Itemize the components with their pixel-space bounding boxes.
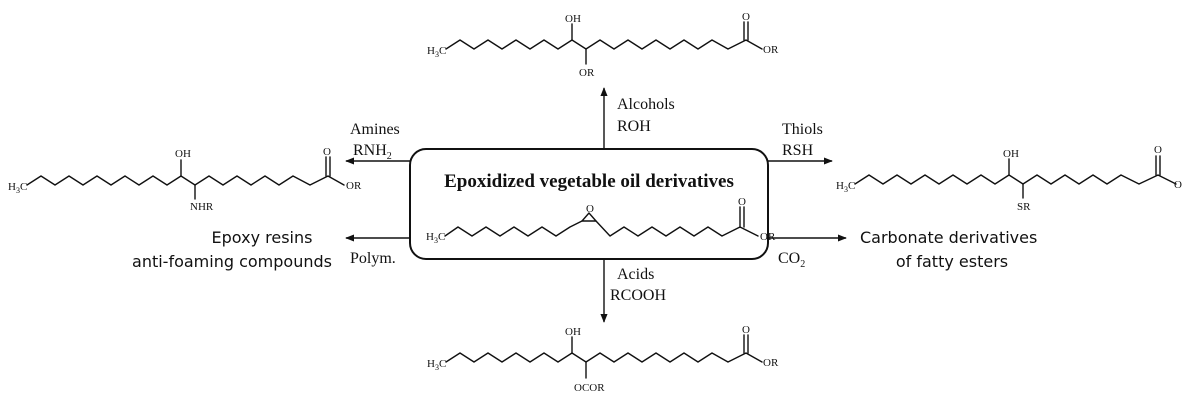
reagent-rcooh: RCOOH xyxy=(610,287,666,304)
reagent-alcohols: Alcohols xyxy=(617,96,675,113)
bottom-h3c: H3C xyxy=(427,358,446,372)
epoxide-o: O xyxy=(586,203,594,215)
reagent-rnh2: RNH2 xyxy=(353,142,392,162)
reagent-thiols: Thiols xyxy=(782,121,823,138)
central-title: Epoxidized vegetable oil derivatives xyxy=(444,171,734,192)
chain-bonds-left xyxy=(444,220,583,237)
reagent-roh: ROH xyxy=(617,118,651,135)
bottom-oh: OH xyxy=(565,326,581,338)
right-sr: SR xyxy=(1017,201,1031,213)
left-h3c: H3C xyxy=(8,181,27,195)
product-structure-alcohols: H3C OH OR O OR xyxy=(427,11,779,79)
reagent-co2: CO2 xyxy=(778,250,805,270)
left-ester-o: O xyxy=(323,146,331,158)
reagent-amines: Amines xyxy=(350,121,400,138)
top-ester-or: OR xyxy=(763,44,779,56)
h3c-label: H3C xyxy=(426,231,445,245)
product-structure-amines: H3C OH NHR O OR xyxy=(8,146,362,213)
epoxide-ring xyxy=(581,212,597,222)
reagent-polym: Polym. xyxy=(350,250,396,267)
bottom-ester-o: O xyxy=(742,324,750,336)
right-h3c: H3C xyxy=(836,180,855,194)
top-oh: OH xyxy=(565,13,581,25)
left-ester-or: OR xyxy=(346,180,362,192)
top-ester-o: O xyxy=(742,11,750,23)
bottom-ester-or: OR xyxy=(763,357,779,369)
product-structure-thiols: H3C OH SR O O xyxy=(836,144,1182,213)
top-h3c: H3C xyxy=(427,45,446,59)
product-anti-foaming: anti-foaming compounds xyxy=(132,252,332,271)
ester-o: O xyxy=(738,196,746,208)
reagent-acids: Acids xyxy=(617,266,654,283)
right-oh: OH xyxy=(1003,148,1019,160)
central-compound-box: Epoxidized vegetable oil derivatives H3C… xyxy=(409,148,776,260)
reagent-rsh: RSH xyxy=(782,142,814,159)
right-ester-o: O xyxy=(1154,144,1162,156)
bottom-ocor: OCOR xyxy=(574,382,605,394)
left-oh: OH xyxy=(175,148,191,160)
right-ester-or: O xyxy=(1174,179,1182,191)
chain-bonds-right xyxy=(595,220,759,237)
epoxidized-chain-structure: H3C O O OR xyxy=(426,196,776,245)
top-or: OR xyxy=(579,67,595,79)
left-nhr: NHR xyxy=(190,201,214,213)
product-carbonate-line2: of fatty esters xyxy=(896,252,1008,271)
product-structure-acids: H3C OH OCOR O OR xyxy=(427,324,779,394)
product-epoxy-resins: Epoxy resins xyxy=(212,228,313,247)
ester-or: OR xyxy=(760,231,776,243)
product-carbonate-line1: Carbonate derivatives xyxy=(860,228,1037,247)
